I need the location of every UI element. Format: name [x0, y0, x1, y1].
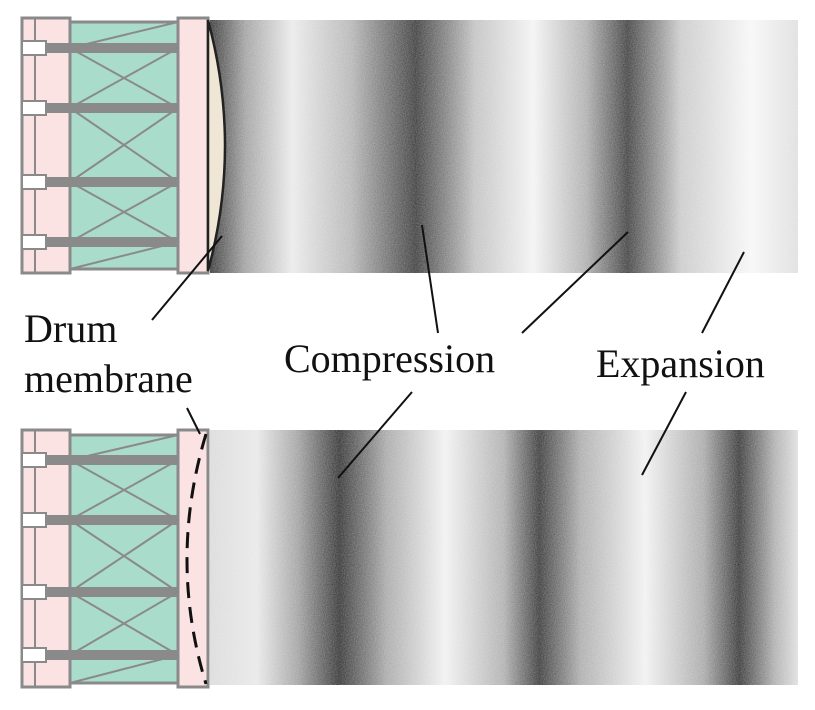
air-column-bottom [210, 430, 798, 685]
air-column-top [210, 20, 798, 273]
leader-lines [151, 224, 745, 479]
expansion-label: Expansion [596, 341, 765, 386]
membrane-concave-dashed [185, 433, 208, 685]
drum-label-line1: Drum [24, 306, 117, 351]
drum-label-line2: membrane [24, 356, 193, 401]
compression-label: Compression [284, 336, 495, 381]
membrane-bulged [206, 19, 227, 272]
drum-bottom [20, 428, 210, 689]
drum-top [20, 16, 227, 275]
